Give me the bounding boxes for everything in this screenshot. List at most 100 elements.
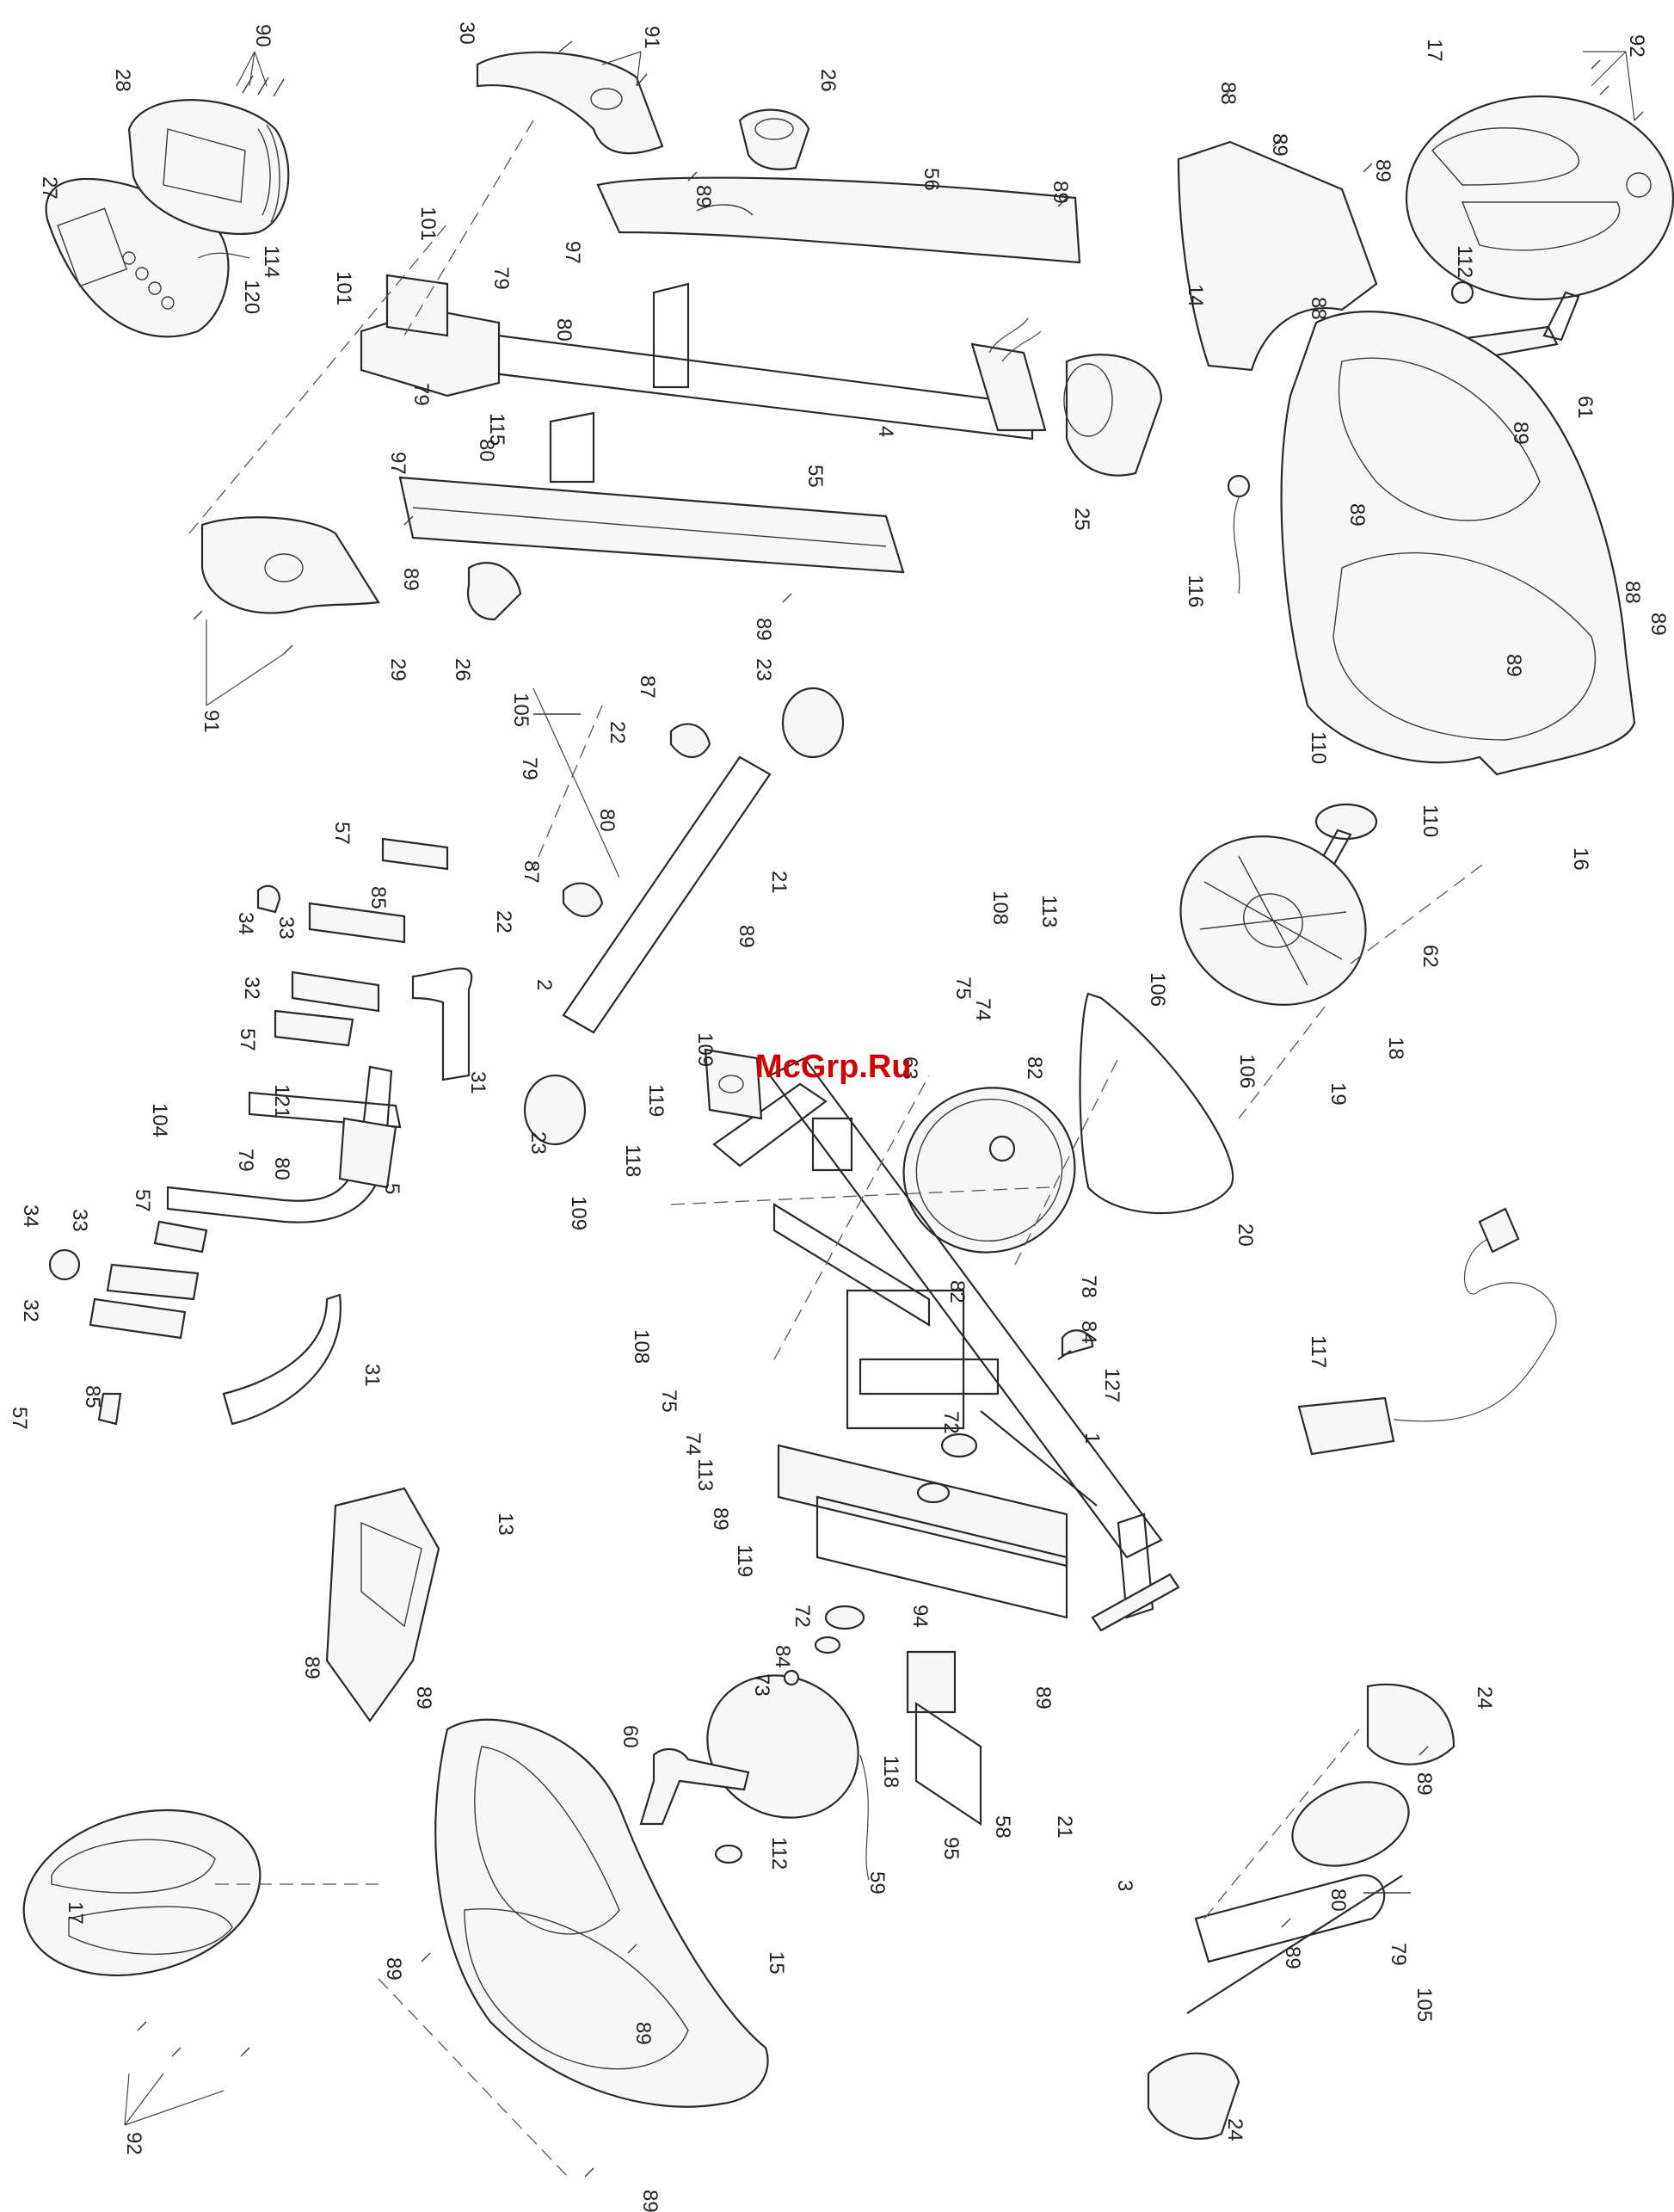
part-callout: 101	[332, 271, 355, 305]
foam-grip-top	[381, 837, 449, 871]
part-callout: 89	[1509, 422, 1532, 445]
part-callout: 119	[644, 1084, 668, 1117]
part-callout: 16	[1569, 847, 1592, 871]
console-back-cover	[127, 99, 290, 236]
part-callout: 110	[1419, 804, 1442, 837]
part-callout: 120	[240, 280, 263, 314]
front-end-cap	[1063, 354, 1163, 477]
part-callout: 85	[81, 1385, 104, 1408]
part-callout: 84	[1077, 1321, 1100, 1344]
part-callout: 28	[111, 69, 134, 92]
part-callout: 3	[1113, 1880, 1136, 1891]
handlebar-left	[166, 1065, 402, 1223]
part-callout: 88	[1307, 297, 1330, 320]
part-callout: 108	[988, 890, 1012, 925]
side-shroud-right	[1280, 311, 1636, 776]
part-callout: 105	[1412, 1987, 1436, 2022]
crank-arm-left	[639, 1748, 750, 1826]
part-callout: 59	[865, 1871, 889, 1895]
part-callout: 80	[552, 318, 575, 342]
part-callout: 58	[991, 1815, 1014, 1839]
power-jack	[1227, 474, 1251, 595]
part-callout: 87	[520, 860, 543, 884]
part-callout: 106	[1235, 1054, 1259, 1088]
part-callout: 112	[1453, 245, 1476, 278]
part-callout: 89	[1371, 159, 1394, 182]
part-callout: 82	[1023, 1057, 1046, 1080]
pedal-disc-left	[22, 1808, 262, 1977]
part-callout: 113	[1037, 895, 1061, 927]
part-callout: 56	[920, 168, 943, 191]
part-callout: 89	[631, 2022, 655, 2045]
part-callout: 89	[1502, 654, 1525, 677]
part-callout: 87	[636, 675, 659, 699]
part-callout: 60	[619, 1725, 642, 1748]
eddy-plate	[706, 1669, 859, 1819]
part-callout: 74	[681, 1433, 705, 1456]
part-callout: 109	[567, 1196, 590, 1230]
part-callout: 27	[38, 176, 61, 200]
part-callout: 109	[693, 1032, 717, 1067]
rear-shroud-bottom	[398, 476, 905, 574]
part-callout: 33	[274, 916, 298, 940]
part-callout: 116	[1184, 575, 1207, 607]
seat-post-tube	[523, 687, 845, 1146]
part-callout: 89	[300, 1656, 323, 1679]
part-callout: 73	[750, 1673, 773, 1697]
part-callout: 24	[1223, 2118, 1246, 2141]
end-cap-upper	[738, 108, 810, 170]
part-callout: 90	[251, 24, 274, 47]
part-callout: 57	[330, 822, 354, 845]
part-callout: 104	[148, 1103, 171, 1137]
part-callout: 22	[606, 721, 629, 744]
fastener-bolts	[137, 40, 1644, 2178]
part-callout: 92	[1625, 34, 1648, 58]
part-callout: 113	[693, 1458, 717, 1491]
part-callout: 75	[657, 1389, 680, 1413]
part-callout: 18	[1384, 1037, 1407, 1060]
part-callout: 32	[240, 977, 263, 1000]
part-callout: 31	[360, 1364, 384, 1387]
part-callout: 32	[19, 1299, 42, 1322]
part-callout: 21	[1053, 1815, 1076, 1839]
part-callout: 88	[1621, 581, 1644, 604]
part-callout: 82	[945, 1280, 969, 1303]
grip-set-lower	[48, 1220, 208, 1426]
part-callout: 25	[1070, 508, 1093, 531]
part-callout: 57	[8, 1407, 31, 1430]
tension-motor	[859, 1650, 982, 1881]
part-callout: 110	[1307, 731, 1330, 764]
part-callout: 31	[466, 1071, 489, 1094]
part-callout: 121	[270, 1084, 293, 1118]
part-callout: 5	[380, 1183, 403, 1194]
part-callout: 119	[733, 1544, 756, 1577]
part-callout: 57	[236, 1028, 259, 1051]
part-callout: 79	[409, 383, 433, 406]
pedal-disc-right	[1405, 95, 1674, 301]
part-callout: 91	[640, 26, 663, 49]
part-callout: 89	[1031, 1686, 1055, 1710]
drive-belt	[1079, 992, 1234, 1214]
part-callout: 84	[771, 1645, 794, 1668]
part-callout: 80	[270, 1157, 293, 1180]
part-callout: 106	[1146, 972, 1169, 1007]
part-callout: 89	[692, 185, 715, 208]
part-callout: 14	[1184, 284, 1207, 307]
part-callout: 89	[638, 2190, 662, 2212]
part-callout: 62	[1419, 945, 1442, 968]
part-callout: 92	[122, 2132, 145, 2155]
mounting-bracket	[360, 274, 501, 397]
part-callout: 22	[492, 910, 515, 933]
part-callout: 23	[752, 658, 775, 681]
curved-tube-upper	[411, 967, 473, 1081]
part-callout: 80	[1326, 1889, 1350, 1912]
part-callout: 79	[1387, 1943, 1410, 1966]
part-callout: 89	[412, 1686, 435, 1710]
part-callout: 74	[971, 998, 994, 1021]
part-callout: 97	[386, 452, 409, 475]
part-callout: 89	[1412, 1772, 1436, 1796]
seat-tube-socket	[811, 1117, 853, 1172]
rear-shroud-top	[596, 176, 1081, 264]
part-callout: 89	[382, 1957, 405, 1981]
